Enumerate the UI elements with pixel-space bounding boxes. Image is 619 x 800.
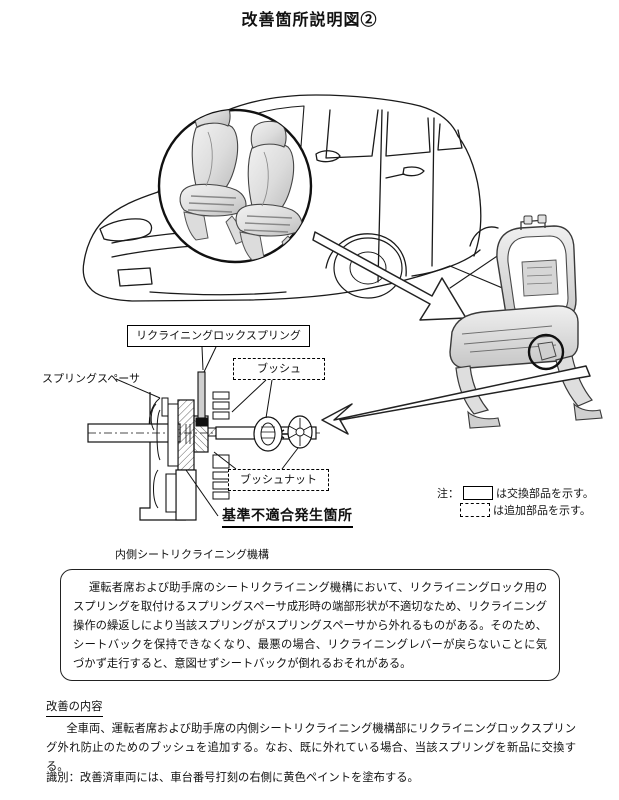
legend-solid-swatch bbox=[463, 485, 493, 500]
recliner-highlight-circle bbox=[527, 333, 565, 371]
legend: 注： は交換部品を示す。 は追加部品を示す。 bbox=[437, 484, 594, 518]
page-title: 改善箇所説明図② bbox=[241, 10, 378, 29]
figure-caption-inner-seat-recliner: 内側シートリクライニング機構 bbox=[115, 548, 269, 561]
improvement-section: 改善の内容 全車両、運転者席および助手席の内側シートリクライニング機構部にリクラ… bbox=[46, 697, 576, 776]
legend-dashed-swatch bbox=[460, 502, 490, 517]
mechanism-cross-section bbox=[87, 371, 320, 521]
arrow-frame-to-section bbox=[321, 365, 591, 435]
label-spring-spacer: スプリングスペーサ bbox=[42, 372, 141, 385]
vehicle-line-art bbox=[82, 94, 513, 302]
legend-prefix: 注： bbox=[437, 486, 459, 500]
improvement-body: 全車両、運転者席および助手席の内側シートリクライニング機構部にリクライニングロッ… bbox=[46, 722, 576, 773]
label-reclining-lock-spring: リクライニングロックスプリング bbox=[127, 325, 310, 347]
legend-row-addition: は追加部品を示す。 bbox=[437, 501, 594, 518]
defect-description-box: 運転者席および助手席のシートリクライニング機構において、リクライニングロック用の… bbox=[60, 569, 560, 681]
legend-dashed-text: は追加部品を示す。 bbox=[493, 503, 591, 517]
defect-description-text: 運転者席および助手席のシートリクライニング機構において、リクライニングロック用の… bbox=[73, 581, 547, 670]
label-defect-location: 基準不適合発生箇所 bbox=[222, 505, 353, 528]
label-bush: ブッシュ bbox=[233, 358, 325, 380]
legend-row-replacement: 注： は交換部品を示す。 bbox=[437, 484, 594, 501]
seat-left bbox=[179, 110, 247, 245]
seat-frame-illustration bbox=[449, 214, 603, 429]
identification-text: 識別：改善済車両には、車台番号打刻の右側に黄色ペイントを塗布する。 bbox=[46, 771, 419, 784]
improvement-heading: 改善の内容 bbox=[46, 697, 103, 717]
identification-section: 識別：改善済車両には、車台番号打刻の右側に黄色ペイントを塗布する。 bbox=[46, 768, 576, 787]
arrow-vehicle-to-frame bbox=[312, 231, 467, 321]
seat-right bbox=[235, 120, 303, 262]
legend-solid-text: は交換部品を示す。 bbox=[496, 486, 594, 500]
label-bush-nut: ブッシュナット bbox=[228, 469, 329, 491]
seat-callout-circle bbox=[157, 108, 313, 264]
